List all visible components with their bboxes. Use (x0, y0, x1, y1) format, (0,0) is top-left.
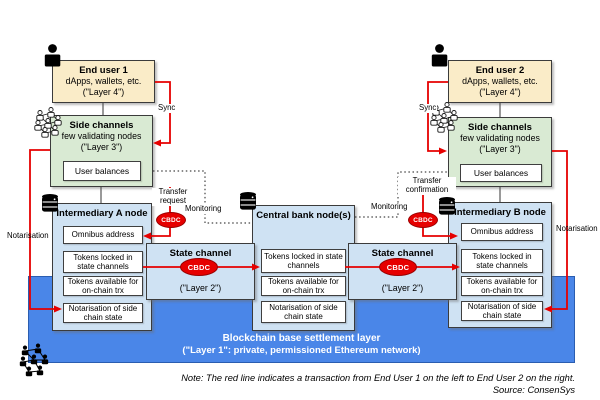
arrow-into-side-right (439, 147, 447, 155)
user-balances-right: User balances (460, 164, 542, 182)
state-channel-right-layer: ("Layer 2") (381, 283, 424, 293)
user-balances-left: User balances (63, 161, 141, 181)
cbdc-badge-confirmation: CBDC (408, 212, 438, 228)
arrow-into-side-left (153, 139, 161, 147)
side-channels-right-line2: ("Layer 3") (479, 144, 521, 155)
tokens-locked-b: Tokens locked in state channels (461, 249, 543, 273)
side-channels-left-line2: ("Layer 3") (80, 142, 123, 153)
notarisation-b: Notarisation of side chain state (461, 301, 543, 321)
end-user-1-line2: ("Layer 4") (82, 87, 125, 98)
end-user-1-line1: dApps, wallets, etc. (65, 76, 142, 87)
sync-label-left: Sync (157, 103, 177, 113)
person-icon (431, 44, 448, 67)
side-channels-left-line1: few validating nodes (61, 131, 142, 142)
notarisation-cb: Notarisation of side chain state (261, 301, 346, 323)
cbdc-badge-state-channel-left: CBDC (180, 258, 218, 276)
monitoring-label-right: Monitoring (370, 202, 409, 212)
source-text: Source: ConsenSys (492, 385, 575, 396)
central-bank-title: Central bank node(s) (256, 210, 351, 221)
cbdc-badge-request: CBDC (156, 212, 186, 228)
side-channels-left-title: Side channels (69, 120, 134, 131)
intermediary-b-title: Intermediary B node (454, 207, 546, 218)
sync-label-right: Sync (418, 103, 438, 113)
end-user-1-box: End user 1 dApps, wallets, etc. ("Layer … (52, 60, 155, 103)
state-channel-left-title: State channel (169, 248, 232, 259)
notarisation-label-right: Notarisation (556, 224, 598, 233)
end-user-1-title: End user 1 (79, 65, 128, 76)
end-user-2-line1: dApps, wallets, etc. (462, 76, 538, 87)
side-channels-right-box: Side channels few validating nodes ("Lay… (448, 117, 552, 187)
intermediary-a-title: Intermediary A node (56, 208, 148, 219)
tokens-available-a: Tokens available for on-chain trx (63, 276, 143, 296)
state-channel-left-layer: ("Layer 2") (179, 283, 222, 293)
state-channel-right-box: State channel ("Layer 2") (348, 243, 457, 300)
end-user-2-box: End user 2 dApps, wallets, etc. ("Layer … (448, 60, 552, 103)
state-channel-right-title: State channel (371, 248, 434, 259)
omnibus-address-b: Omnibus address (461, 223, 543, 241)
monitoring-label-left: Monitoring (184, 204, 223, 214)
omnibus-address-a: Omnibus address (63, 226, 143, 244)
end-user-2-title: End user 2 (475, 65, 525, 76)
intermediary-a-box: Intermediary A node Omnibus address Toke… (52, 203, 152, 331)
note-text: Note: The red line indicates a transacti… (181, 373, 575, 383)
side-channels-right-line1: few validating nodes (460, 133, 540, 144)
base-layer-text: Blockchain base settlement layer ("Layer… (29, 333, 574, 357)
cbdc-badge-state-channel-right: CBDC (379, 258, 417, 276)
end-user-2-line2: ("Layer 4") (479, 87, 521, 98)
tokens-locked-a: Tokens locked in state channels (63, 251, 143, 273)
base-layer-title: Blockchain base settlement layer (222, 332, 381, 344)
notarisation-a: Notarisation of side chain state (63, 303, 143, 323)
tokens-locked-cb: Tokens locked in state channels (261, 249, 346, 273)
sync-line-right (427, 81, 448, 152)
base-layer-subtitle: ("Layer 1": private, permissioned Ethere… (182, 345, 421, 357)
side-channels-left-box: Side channels few validating nodes ("Lay… (50, 115, 153, 187)
tokens-available-b: Tokens available for on-chain trx (461, 276, 543, 296)
notarisation-label-left: Notarisation (7, 231, 49, 240)
footnote: Note: The red line indicates a transacti… (181, 372, 575, 396)
intermediary-b-box: Intermediary B node Omnibus address Toke… (448, 202, 552, 328)
transfer-confirmation-label: Transfer confirmation (398, 176, 456, 195)
tokens-available-cb: Tokens available for on-chain trx (261, 276, 346, 296)
central-bank-box: Central bank node(s) Tokens locked in st… (252, 205, 355, 331)
side-channels-right-title: Side channels (468, 122, 532, 133)
